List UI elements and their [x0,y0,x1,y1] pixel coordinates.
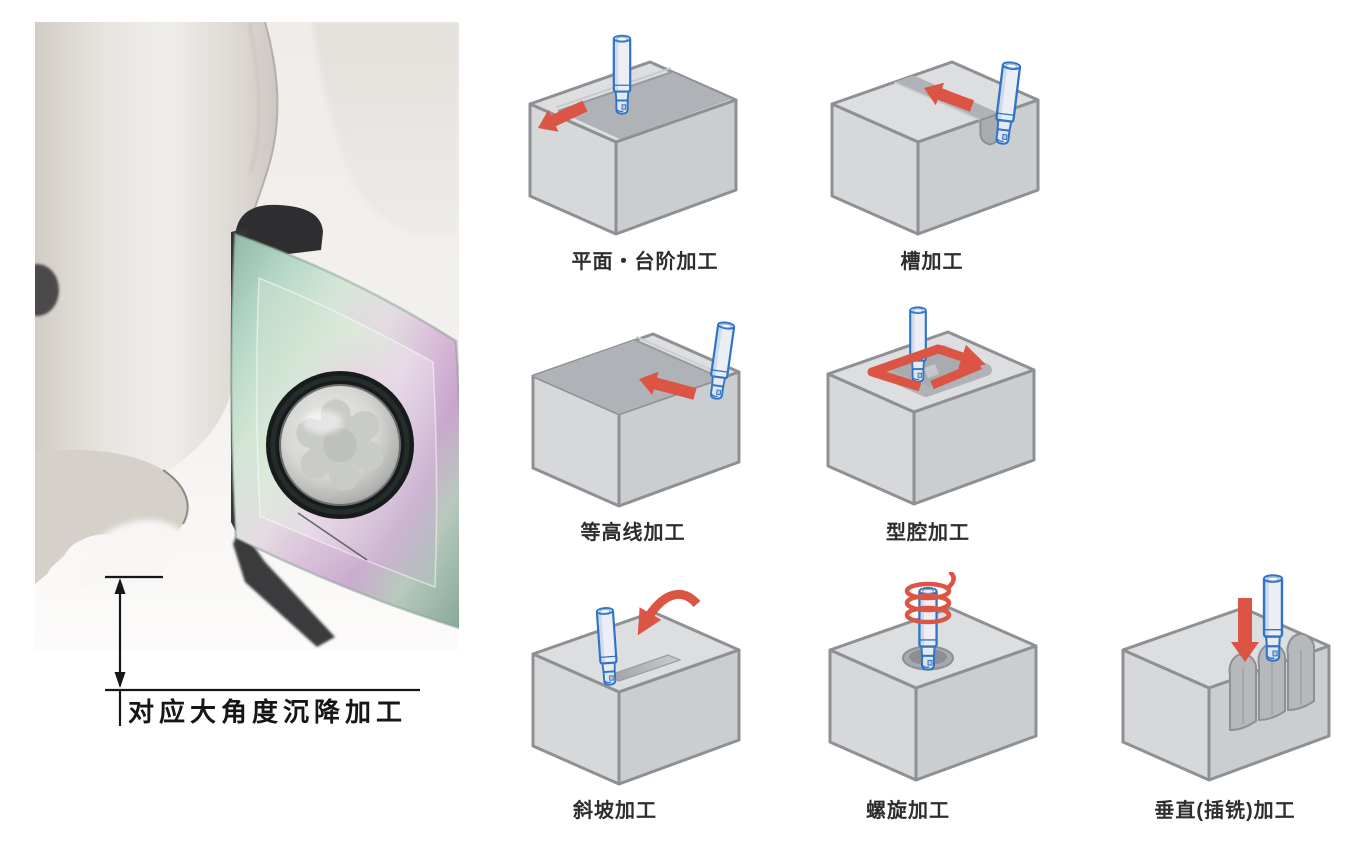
tool-icon [1262,574,1284,662]
insert-photo-art [35,22,459,650]
label-contour: 等高线加工 [580,522,686,544]
label-ramp: 斜坡加工 [573,800,657,822]
tool-icon [612,34,632,115]
insert-photo [35,22,459,650]
background-tool-part [293,22,459,236]
ramp-arrow-icon [637,590,701,636]
plunge-arrow-icon [1231,598,1259,662]
diagram-ramp [513,576,753,788]
diagram-helical [810,572,1050,784]
workpiece-box [531,610,741,786]
feed-arrow-icon [639,371,697,400]
label-plunge: 垂直(插铣)加工 [1154,800,1296,822]
machined-floor [558,72,732,139]
torx-screw [266,371,414,519]
photo-caption: 对应大角度沉降加工 [128,697,408,727]
diagram-slot [812,26,1052,238]
lobe-highlight [75,519,185,587]
loop-arrow-icon [867,344,986,392]
label-slot: 槽加工 [900,251,964,273]
lobe-edge [162,469,189,525]
tool-icon [909,306,927,383]
insert-scratch [297,512,368,561]
label-helical: 螺旋加工 [866,800,950,822]
machined-floor [533,340,721,414]
label-pocket: 型腔加工 [886,522,970,544]
diagram-pocket [808,296,1048,508]
pocket-island [924,364,939,378]
label-face-step: 平面・台阶加工 [571,251,719,273]
diagram-plunge [1103,572,1343,784]
feed-arrow-icon [538,100,588,132]
diagram-face-step [510,26,750,238]
holder-lower-lobe [35,449,189,584]
diagram-contour [513,298,753,510]
helix-arrow-icon [904,572,956,625]
insert-shadow [233,527,335,647]
holder-pocket-hole [35,264,59,316]
holder-chamfer-highlight [247,22,261,173]
tool-holder-body [35,22,278,582]
feed-arrow-icon [924,82,975,112]
workpiece-box [828,606,1038,782]
